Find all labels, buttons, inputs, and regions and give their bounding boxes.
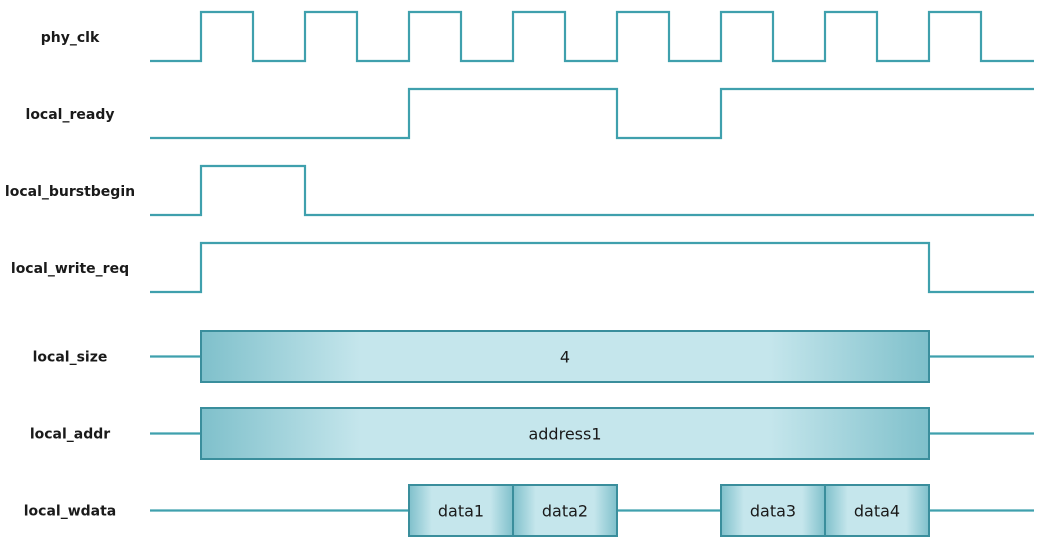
signal-label-local_ready: local_ready (26, 107, 115, 123)
bus-segment-local_addr-1 (200, 407, 930, 460)
waveform-local_burstbegin (150, 164, 1034, 217)
waveform-local_write_req (150, 241, 1034, 294)
signal-label-phy_clk: phy_clk (41, 30, 100, 46)
bus-segment-label: data1 (438, 502, 484, 521)
signal-label-local_write_req: local_write_req (11, 261, 129, 277)
bus-segment-local_wdata-4 (824, 484, 930, 537)
signal-row-local_burstbegin: local_burstbegin (5, 164, 1034, 217)
waveform-local_ready (150, 87, 1034, 140)
signal-row-local_size: local_size 4 (33, 330, 1034, 383)
signal-row-phy_clk: phy_clk (41, 10, 1034, 63)
bus-segment-local_wdata-3 (720, 484, 826, 537)
signal-row-local_addr: local_addr address1 (30, 407, 1034, 460)
bus-segment-label: data4 (854, 502, 900, 521)
signal-row-local_wdata: local_wdata data1 data2 data3 data4 (24, 484, 1034, 537)
signal-label-local_wdata: local_wdata (24, 504, 117, 520)
waveform-phy_clk (150, 10, 1034, 63)
bus-segment-local_wdata-2 (512, 484, 618, 537)
bus-segment-label: data2 (542, 502, 588, 521)
signal-row-local_write_req: local_write_req (11, 241, 1034, 294)
signal-label-local_addr: local_addr (30, 427, 110, 443)
signal-label-local_burstbegin: local_burstbegin (5, 184, 135, 200)
bus-segment-local_wdata-1 (408, 484, 514, 537)
bus-segment-label: 4 (560, 348, 570, 367)
signal-label-local_size: local_size (33, 350, 108, 366)
bus-segment-label: data3 (750, 502, 796, 521)
bus-segment-local_size-1 (200, 330, 930, 383)
bus-segment-label: address1 (528, 425, 601, 444)
signal-row-local_ready: local_ready (26, 87, 1034, 140)
